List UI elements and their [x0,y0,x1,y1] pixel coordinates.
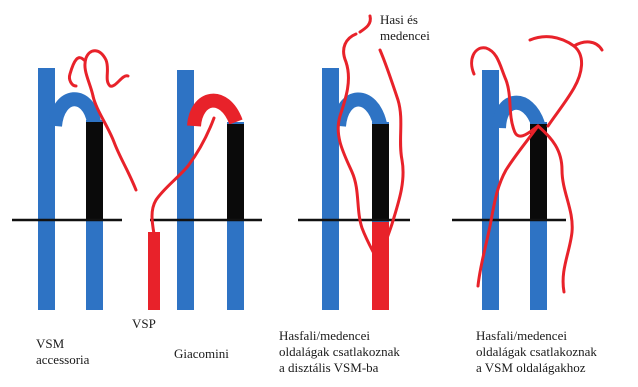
caption-giacomini: Giacomini [174,346,229,362]
deep-vein-bar [38,68,55,310]
caption-line: Hasfali/medencei [476,328,597,344]
caption-line: oldalágak csatlakoznak [476,344,597,360]
caption-line: oldalágak csatlakoznak [279,344,400,360]
panel-vsm-side-branches [452,37,602,310]
accessory-vein-red-tip [69,58,84,86]
panel-giacomini [148,70,262,310]
accessory-vein-red [85,51,128,96]
caption-line: a VSM oldalágakhoz [476,360,597,376]
panel-distal-vsm [298,16,410,310]
vsp-segment [148,232,160,310]
red-arch [194,101,236,126]
label-hasi-es-medencei: Hasi és medencei [380,12,430,44]
label-line: Hasi és [380,12,430,28]
caption-vsm-accessoria: VSM accessoria [36,336,89,368]
panel-vsm-accessoria [12,51,136,310]
deep-vein-bar [322,68,339,310]
caption-distal-vsm: Hasfali/medencei oldalágak csatlakoznak … [279,328,400,376]
caption-line: a disztális VSM-ba [279,360,400,376]
caption-line: VSM [36,336,89,352]
caption-line: accessoria [36,352,89,368]
caption-line: Giacomini [174,346,229,362]
deep-vein-bar [177,70,194,310]
saphenous-arch [55,99,94,126]
label-vsp: VSP [132,316,156,332]
caption-line: Hasfali/medencei [279,328,400,344]
valve-segment [86,122,103,220]
pelvic-vein-red-3 [360,16,370,32]
valve-segment [227,124,244,220]
caption-vsm-side-branches: Hasfali/medencei oldalágak csatlakoznak … [476,328,597,376]
valve-segment [530,124,547,220]
valve-segment [372,124,389,220]
label-line: medencei [380,28,430,44]
